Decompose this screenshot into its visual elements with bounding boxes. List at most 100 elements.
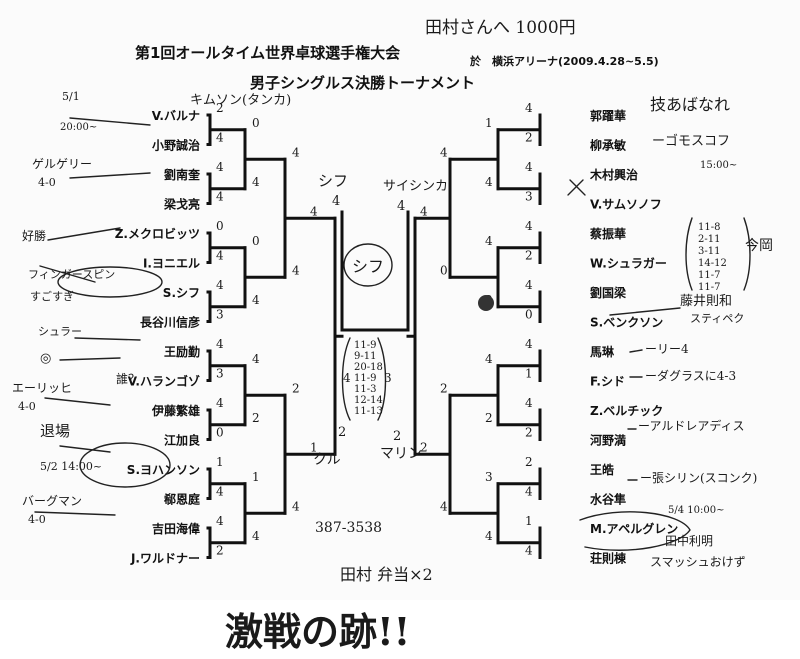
right-score: 0 [525,308,533,322]
right-score: 4 [525,337,533,351]
left-score: 1 [310,440,318,454]
finals-left-name: クル [313,452,341,468]
right-score: 4 [525,485,533,499]
left-score: 4 [216,514,224,528]
note-left-n6: フィンガースピン [28,268,115,281]
pen-stroke [609,307,681,316]
left-score: 0 [216,219,224,233]
bracket-lines [34,113,681,559]
header-venue: 於 横浜アリーナ(2009.4.28~5.5) [469,54,659,68]
right-player-name: Z.ベルチック [590,404,663,418]
right-games-brace-right [743,217,751,291]
right-player-name: 水谷隼 [590,492,626,507]
note-right-r3: 15:00~ [700,160,737,171]
right-game-score: 3-11 [698,246,720,257]
left-score: 4 [216,160,224,174]
right-score: 3 [525,190,533,204]
final-score-right: 3 [384,371,392,385]
left-player-name: I.ヨニエル [143,257,200,271]
right-score: 0 [440,263,448,277]
right-player-name: 劉国梁 [589,285,626,300]
pen-stroke [34,511,116,516]
right-score: 4 [485,529,493,543]
right-score: 2 [525,249,533,263]
final-game-score: 12-14 [354,395,383,406]
header-note: 田村さんへ 1000円 [425,18,576,38]
note-right-r1: 技あばなれ [650,95,730,114]
notes-right: 技あばなれーゴモスコフ15:00~今岡藤井則和スティペクーリー4ーダグラスに4-… [638,95,773,569]
right-score: 1 [525,367,533,381]
left-score: 2 [216,101,224,115]
right-score: 4 [525,396,533,410]
note-right-r11: 5/4 10:00~ [668,505,724,516]
final-games-brace-left [341,337,351,421]
right-game-score: 2-11 [698,234,720,245]
note-left-n4: 4-0 [38,176,56,189]
right-player-name: 馬琳 [590,344,615,359]
left-score: 2 [252,411,260,425]
right-score: 4 [485,234,493,248]
left-score: 4 [216,396,224,410]
semi-left-name: シフ [318,172,348,190]
paper [0,0,800,600]
left-score: 4 [292,145,300,159]
right-score: 4 [440,145,448,159]
right-score: 2 [525,131,533,145]
header-subtitle: 男子シングルス決勝トーナメント [250,74,475,92]
ink-blot [478,295,494,311]
left-score: 4 [216,337,224,351]
left-player-name: V.バルナ [152,109,200,123]
right-game-score: 11-7 [698,270,720,281]
note-right-r6: スティペク [690,312,744,325]
right-player-name: 王皓 [590,462,614,477]
final-game-score: 11-9 [354,340,376,351]
left-score: 1 [252,470,260,484]
caption: 激戦の跡!! [225,609,410,654]
left-score: 4 [292,499,300,513]
right-score: 2 [420,440,428,454]
finals-left-score: 2 [338,425,346,440]
left-score: 2 [292,381,300,395]
note-right-r5: 藤井則和 [680,294,732,309]
right-score: 2 [440,381,448,395]
right-score: 4 [525,219,533,233]
left-score: 4 [252,352,260,366]
left-score: 3 [216,367,224,381]
pen-stroke [74,337,141,341]
right-player-name: 河野満 [589,433,626,448]
left-player-name: 小野誠治 [152,138,200,153]
right-score: 2 [525,426,533,440]
note-left-n13: 退場 [40,422,70,440]
pen-stroke [69,117,151,126]
final-game-score: 11-9 [354,373,376,384]
right-score: 4 [525,544,533,558]
left-score: 4 [216,249,224,263]
note-phone: 387-3538 [315,520,382,536]
final-game-score: 20-18 [354,362,383,373]
right-score: 1 [525,514,533,528]
left-score: 4 [252,175,260,189]
pen-stroke [59,445,111,453]
right-score: 4 [525,278,533,292]
final-game-score: 11-13 [354,406,383,417]
champion-name: シフ [352,257,384,276]
left-player-name: 劉南奎 [163,167,201,182]
left-player-name: 江加良 [164,433,200,448]
right-score: 4 [485,352,493,366]
note-left-n12: 4-0 [18,400,36,413]
right-games-brace-left [685,217,693,291]
left-player-name: S.ヨハンソン [127,463,200,477]
semi-right-score: 4 [397,199,405,214]
left-score: 1 [216,455,224,469]
right-score: 4 [525,160,533,174]
champion-circle [343,243,393,287]
left-player-name: Z.メクロビッツ [115,226,200,241]
right-score: 4 [420,204,428,218]
pen-stroke [569,179,586,196]
left-score: 4 [292,263,300,277]
left-score: 4 [252,293,260,307]
pen-strokes [34,117,681,516]
